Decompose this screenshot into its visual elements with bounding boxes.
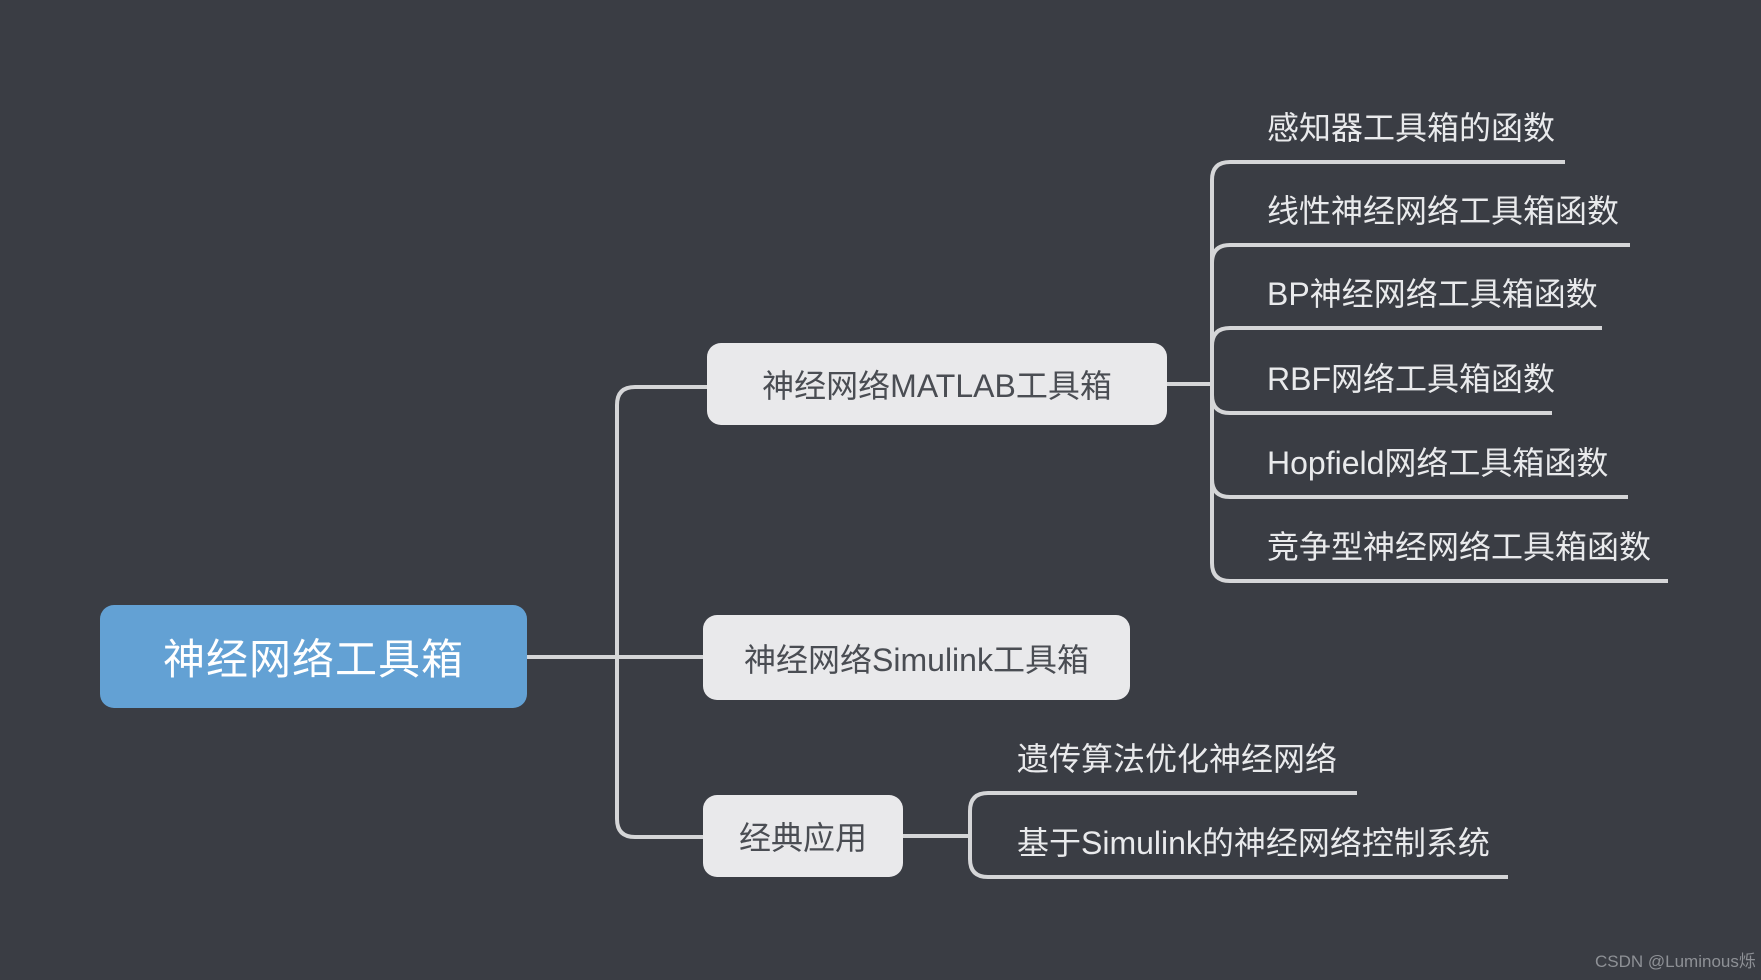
connector-leaf-perceptron	[1210, 160, 1565, 384]
leaf-node-simulink-control-system[interactable]: 基于Simulink的神经网络控制系统	[1017, 825, 1490, 861]
leaf-node-linear-network-functions[interactable]: 线性神经网络工具箱函数	[1267, 193, 1620, 229]
leaf-node-rbf-network-functions[interactable]: RBF网络工具箱函数	[1267, 361, 1556, 397]
connector-leaf-bp	[1210, 326, 1602, 384]
branch-node-label: 经典应用	[738, 820, 867, 856]
leaf-node-hopfield-network-functions[interactable]: Hopfield网络工具箱函数	[1267, 445, 1609, 481]
leaf-node-bp-network-functions[interactable]: BP神经网络工具箱函数	[1267, 276, 1598, 312]
csdn-watermark: CSDN @Luminous烁	[1595, 952, 1756, 971]
connector-leaf-competitive	[1210, 384, 1668, 583]
connector-leaf-simulink-control	[968, 836, 1508, 879]
root-node-neural-network-toolbox[interactable]: 神经网络工具箱	[100, 605, 527, 708]
branch-node-matlab-toolbox[interactable]: 神经网络MATLAB工具箱	[707, 343, 1167, 425]
leaf-node-competitive-network-functions[interactable]: 竞争型神经网络工具箱函数	[1267, 529, 1652, 565]
connector-leaf-linear	[1210, 243, 1630, 384]
connector-leaf-genetic	[968, 791, 1357, 836]
branch-node-label: 神经网络MATLAB工具箱	[762, 368, 1112, 404]
leaf-node-genetic-algorithm-optimization[interactable]: 遗传算法优化神经网络	[1017, 741, 1338, 777]
connector-root-to-classic	[615, 657, 703, 839]
leaf-node-perceptron-functions[interactable]: 感知器工具箱的函数	[1267, 110, 1556, 146]
connector-root-to-matlab	[615, 385, 707, 657]
branch-node-label: 神经网络Simulink工具箱	[744, 641, 1089, 678]
branch-node-simulink-toolbox[interactable]: 神经网络Simulink工具箱	[703, 615, 1130, 700]
root-node-label: 神经网络工具箱	[162, 636, 464, 683]
branch-node-classic-applications[interactable]: 经典应用	[703, 795, 903, 877]
